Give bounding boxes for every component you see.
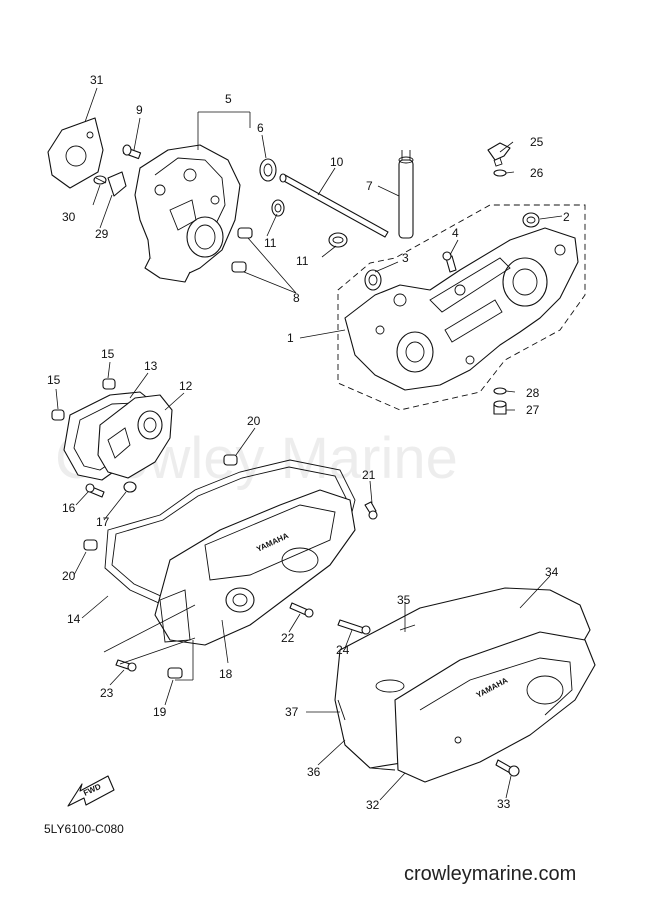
callout-4[interactable]: 4 [452, 226, 459, 240]
callout-33[interactable]: 33 [497, 797, 511, 811]
website-footer[interactable]: crowleymarine.com [404, 863, 576, 885]
callout-14[interactable]: 14 [67, 612, 81, 626]
callout-8[interactable]: 8 [293, 291, 300, 305]
part-17-bolt[interactable] [123, 481, 137, 493]
part-28-washer[interactable] [493, 387, 507, 395]
callout-20-lower[interactable]: 20 [62, 569, 76, 583]
callout-6[interactable]: 6 [257, 121, 264, 135]
part-29-clip[interactable] [107, 171, 127, 197]
part-16-bolt[interactable] [85, 483, 105, 498]
part-24-bolt[interactable] [337, 619, 371, 635]
part-1-crankcase-right[interactable] [344, 227, 579, 391]
part-5-crankcase-left[interactable] [134, 144, 241, 283]
part-11-oil-seal-upper[interactable] [271, 199, 285, 217]
part-36-gasket-strip[interactable] [344, 744, 396, 771]
part-23-bolt[interactable] [115, 659, 137, 672]
part-4-bolt[interactable] [442, 251, 457, 273]
callout-19[interactable]: 19 [153, 705, 167, 719]
part-22-bolt[interactable] [289, 602, 314, 618]
part-21-bolt[interactable] [364, 501, 378, 520]
callout-7[interactable]: 7 [366, 179, 373, 193]
part-15-dowel-pin-a[interactable] [102, 378, 116, 390]
callout-37[interactable]: 37 [285, 705, 299, 719]
part-32-cover-panel[interactable]: YAMAHA [375, 631, 596, 783]
callout-32[interactable]: 32 [366, 798, 380, 812]
callout-21[interactable]: 21 [362, 468, 376, 482]
part-35-label[interactable] [399, 624, 416, 631]
part-8-dowel-pin-a[interactable] [237, 227, 253, 239]
part-37-strip[interactable] [337, 699, 346, 721]
callout-11-upper[interactable]: 11 [264, 236, 277, 250]
part-26-o-ring[interactable] [493, 169, 507, 177]
callout-5[interactable]: 5 [225, 92, 232, 106]
part-12-cover[interactable] [97, 394, 173, 479]
diagram-code: 5LY6100-C080 [44, 822, 124, 836]
part-15-dowel-pin-b[interactable] [51, 409, 65, 421]
callout-17[interactable]: 17 [96, 515, 110, 529]
callout-10[interactable]: 10 [330, 155, 344, 169]
part-20-dowel-pin-a[interactable] [223, 454, 238, 466]
part-9-bolt[interactable] [122, 144, 142, 160]
fwd-arrow-icon: FWD [67, 775, 115, 807]
callout-28[interactable]: 28 [526, 386, 540, 400]
callout-15-lower[interactable]: 15 [47, 373, 61, 387]
part-6-bearing[interactable] [259, 158, 277, 182]
callout-11-lower[interactable]: 11 [296, 254, 309, 268]
part-8-dowel-pin-b[interactable] [231, 261, 247, 273]
callout-16[interactable]: 16 [62, 501, 76, 515]
callout-22[interactable]: 22 [281, 631, 295, 645]
callout-27[interactable]: 27 [526, 403, 540, 417]
callout-18[interactable]: 18 [219, 667, 233, 681]
part-27-drain-bolt[interactable] [493, 400, 507, 415]
part-3-bearing[interactable] [364, 269, 382, 291]
part-19-dowel-pin[interactable] [167, 667, 183, 679]
part-25-filler-cap[interactable] [487, 142, 511, 167]
callout-34[interactable]: 34 [545, 565, 559, 579]
part-2-bushing[interactable] [522, 212, 540, 228]
callout-20-upper[interactable]: 20 [247, 414, 261, 428]
callout-9[interactable]: 9 [136, 103, 143, 117]
callout-15-upper[interactable]: 15 [101, 347, 115, 361]
leader-lines [55, 87, 563, 801]
callout-3[interactable]: 3 [402, 251, 409, 265]
part-1-crankcase-box [337, 204, 586, 411]
callout-24[interactable]: 24 [336, 643, 350, 657]
callout-1[interactable]: 1 [287, 331, 294, 345]
part-18-crankcase-cover[interactable]: YAMAHA [154, 489, 356, 646]
part-30-bolt[interactable] [93, 175, 107, 185]
part-20-dowel-pin-b[interactable] [83, 539, 98, 551]
part-7-pipe[interactable] [398, 150, 414, 239]
callout-13[interactable]: 13 [144, 359, 158, 373]
callout-labels: 31 9 5 6 10 7 30 29 11 11 8 25 26 2 4 3 … [47, 73, 570, 812]
callout-2[interactable]: 2 [563, 210, 570, 224]
callout-30[interactable]: 30 [62, 210, 76, 224]
part-11-oil-seal-lower[interactable] [328, 232, 348, 248]
callout-36[interactable]: 36 [307, 765, 321, 779]
callout-25[interactable]: 25 [530, 135, 544, 149]
callout-26[interactable]: 26 [530, 166, 544, 180]
callout-23[interactable]: 23 [100, 686, 114, 700]
callout-29[interactable]: 29 [95, 227, 109, 241]
part-10-shaft[interactable] [279, 173, 389, 238]
part-33-screw[interactable] [495, 759, 520, 777]
callout-12[interactable]: 12 [179, 379, 193, 393]
callout-31[interactable]: 31 [90, 73, 104, 87]
callout-35[interactable]: 35 [397, 593, 411, 607]
part-31-shield-plate[interactable] [47, 117, 104, 189]
